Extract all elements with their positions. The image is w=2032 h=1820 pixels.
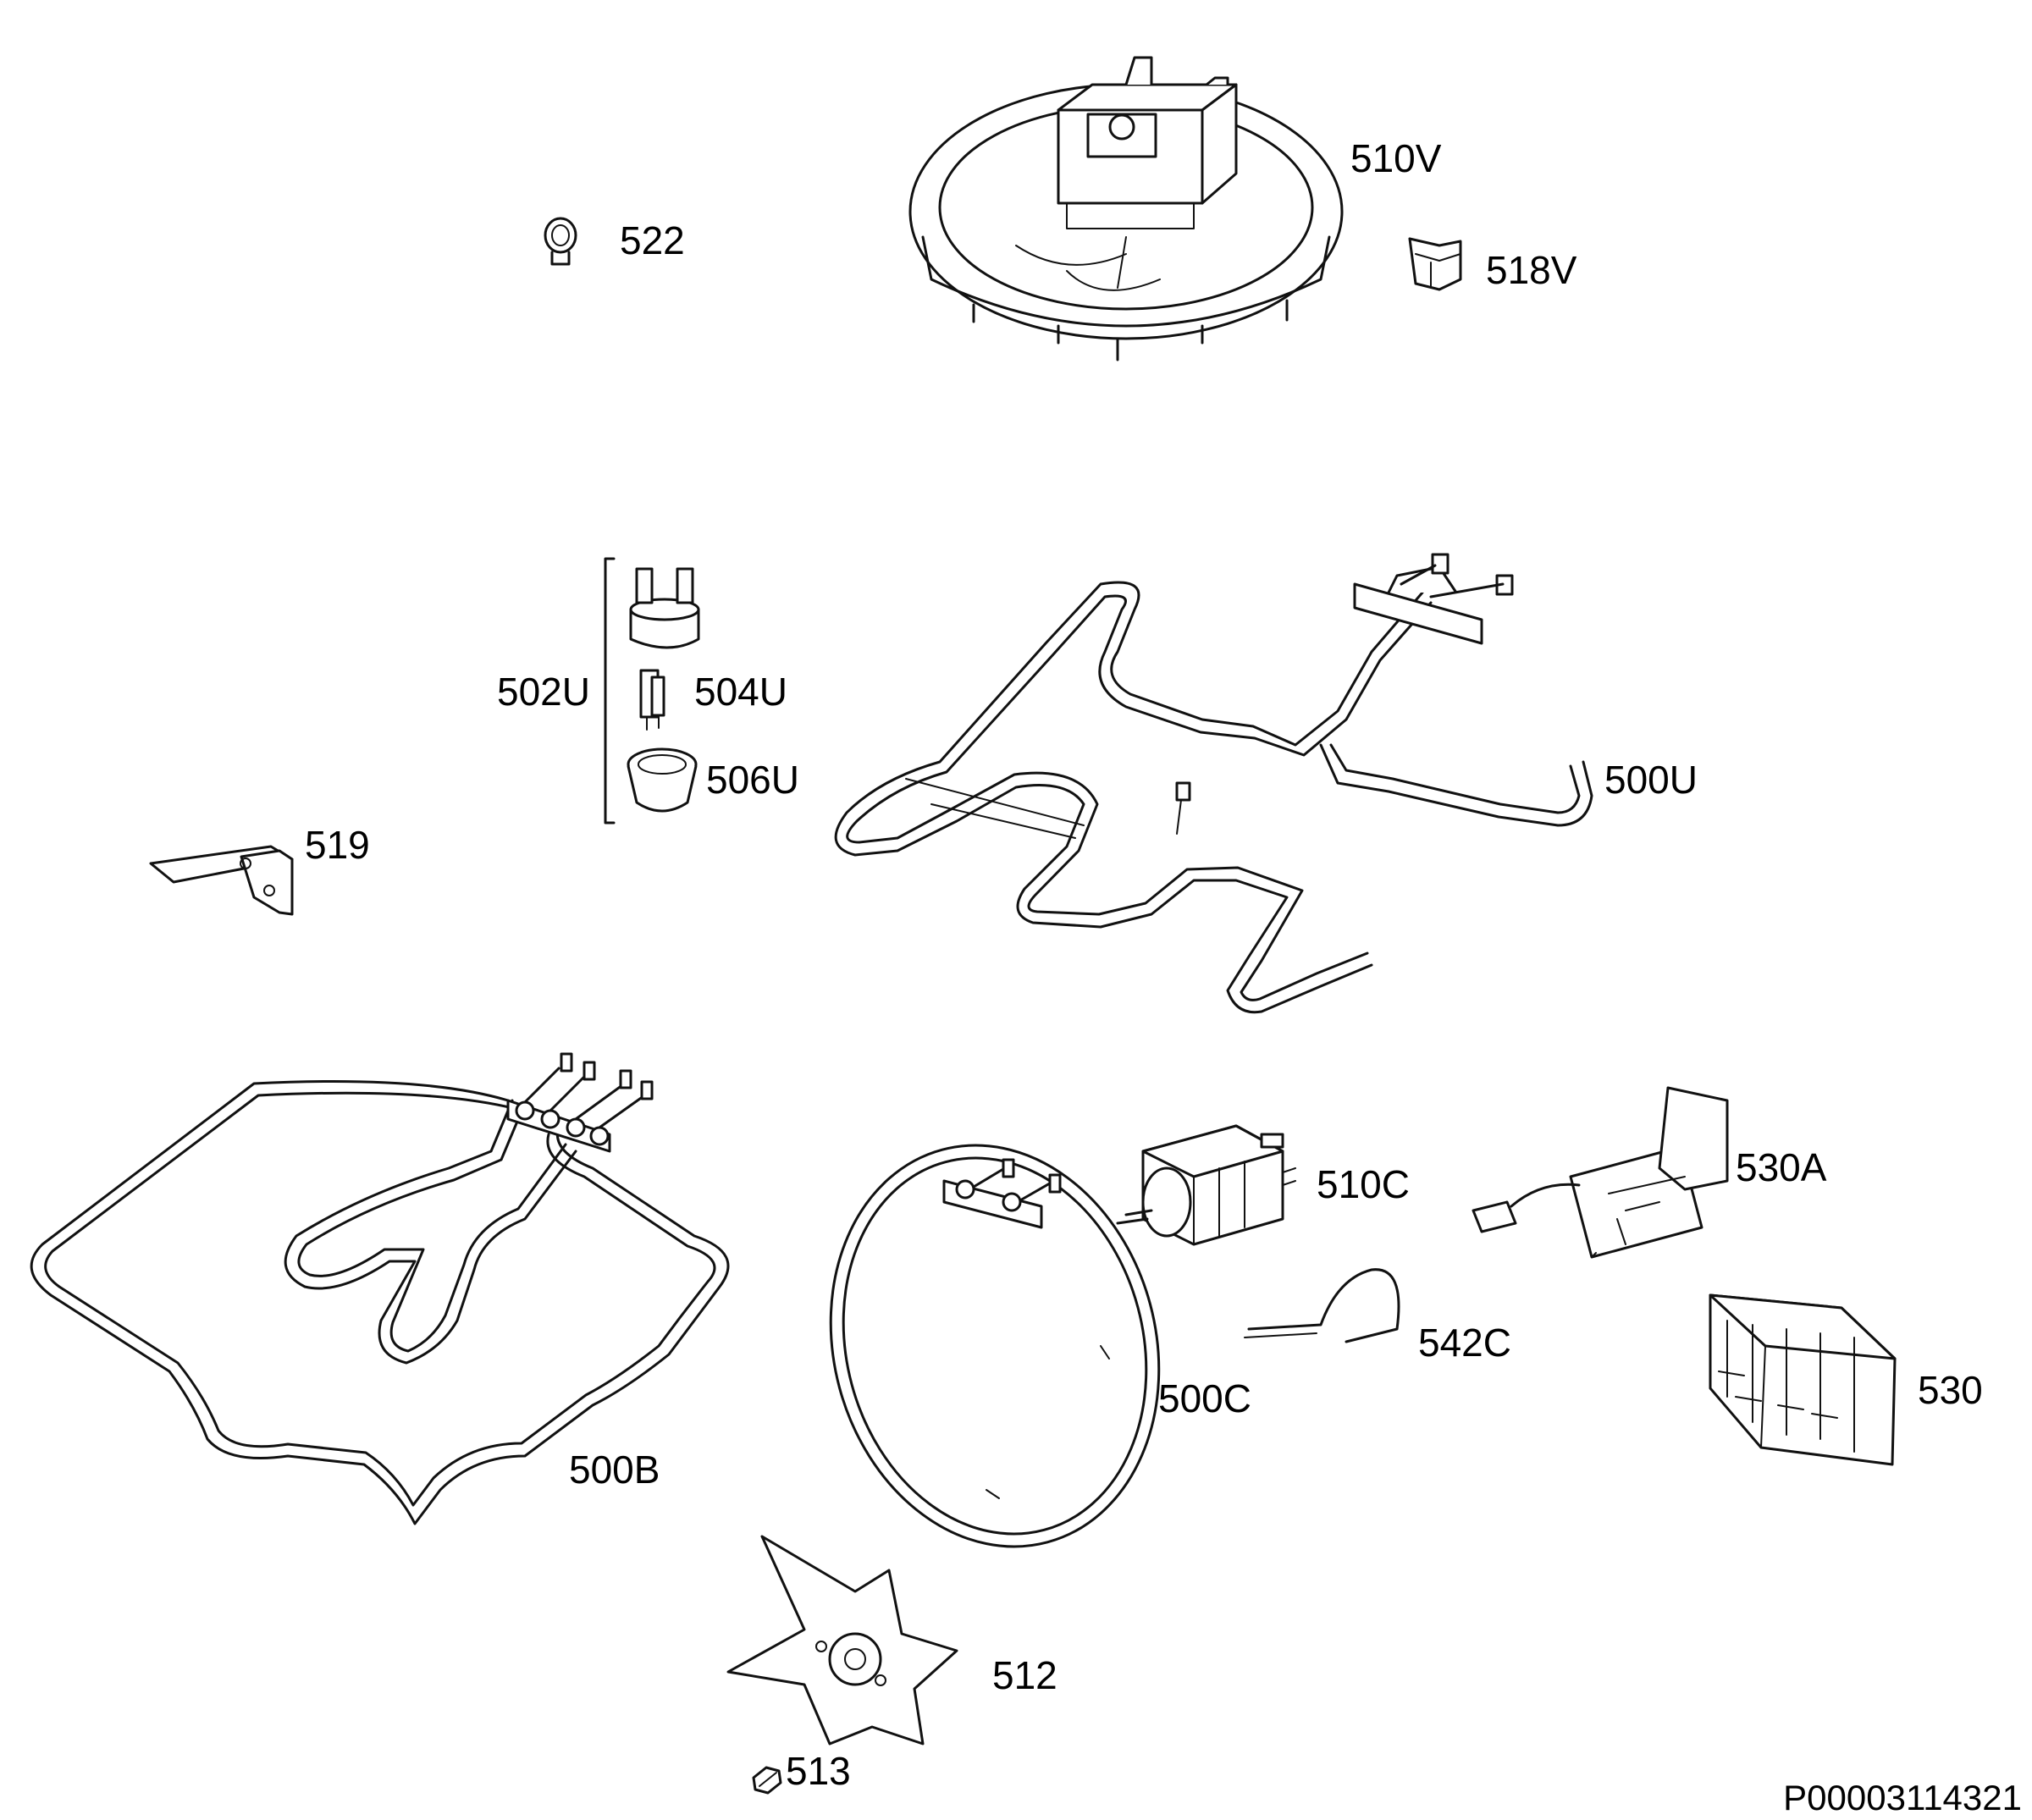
circular-heating-element-icon [829,1144,1161,1548]
part-label-510C: 510C [1317,1162,1410,1206]
upper-heating-element-icon [834,553,1593,1014]
bracket-icon [1408,237,1462,291]
part-label-500B: 500B [569,1448,660,1492]
part-label-506U: 506U [706,758,799,802]
lower-heating-element-icon [30,1052,730,1525]
part-label-513: 513 [786,1749,851,1793]
part-label-500U: 500U [1604,758,1698,802]
terminal-icon [629,567,700,649]
nut-icon [752,1766,782,1795]
part-label-530A: 530A [1736,1145,1827,1189]
terminal-box-icon [1472,1086,1729,1259]
cap-icon [627,747,698,813]
drawing-code: P00003114321 [1783,1778,2022,1817]
mounting-bracket-icon [149,845,294,916]
fan-motor-icon [1116,1124,1296,1246]
part-label-530: 530 [1918,1368,1983,1412]
terminal-block-icon [1709,1293,1897,1466]
part-label-522: 522 [620,218,685,262]
fan-blade-icon [726,1535,958,1746]
part-label-502U: 502U [497,670,590,714]
clip-icon [544,217,577,266]
part-label-518V: 518V [1486,248,1577,292]
convection-fan-motor-assembly-icon [908,56,1344,361]
part-label-510V: 510V [1350,136,1442,180]
part-label-504U: 504U [694,670,787,714]
wire-spring-icon [1244,1268,1400,1343]
part-label-542C: 542C [1418,1321,1511,1365]
part-label-512: 512 [992,1653,1057,1697]
part-label-500C: 500C [1158,1376,1251,1420]
part-label-519: 519 [305,823,370,867]
terminal-kit-bracket-icon [604,557,616,825]
connector-icon [639,669,665,731]
